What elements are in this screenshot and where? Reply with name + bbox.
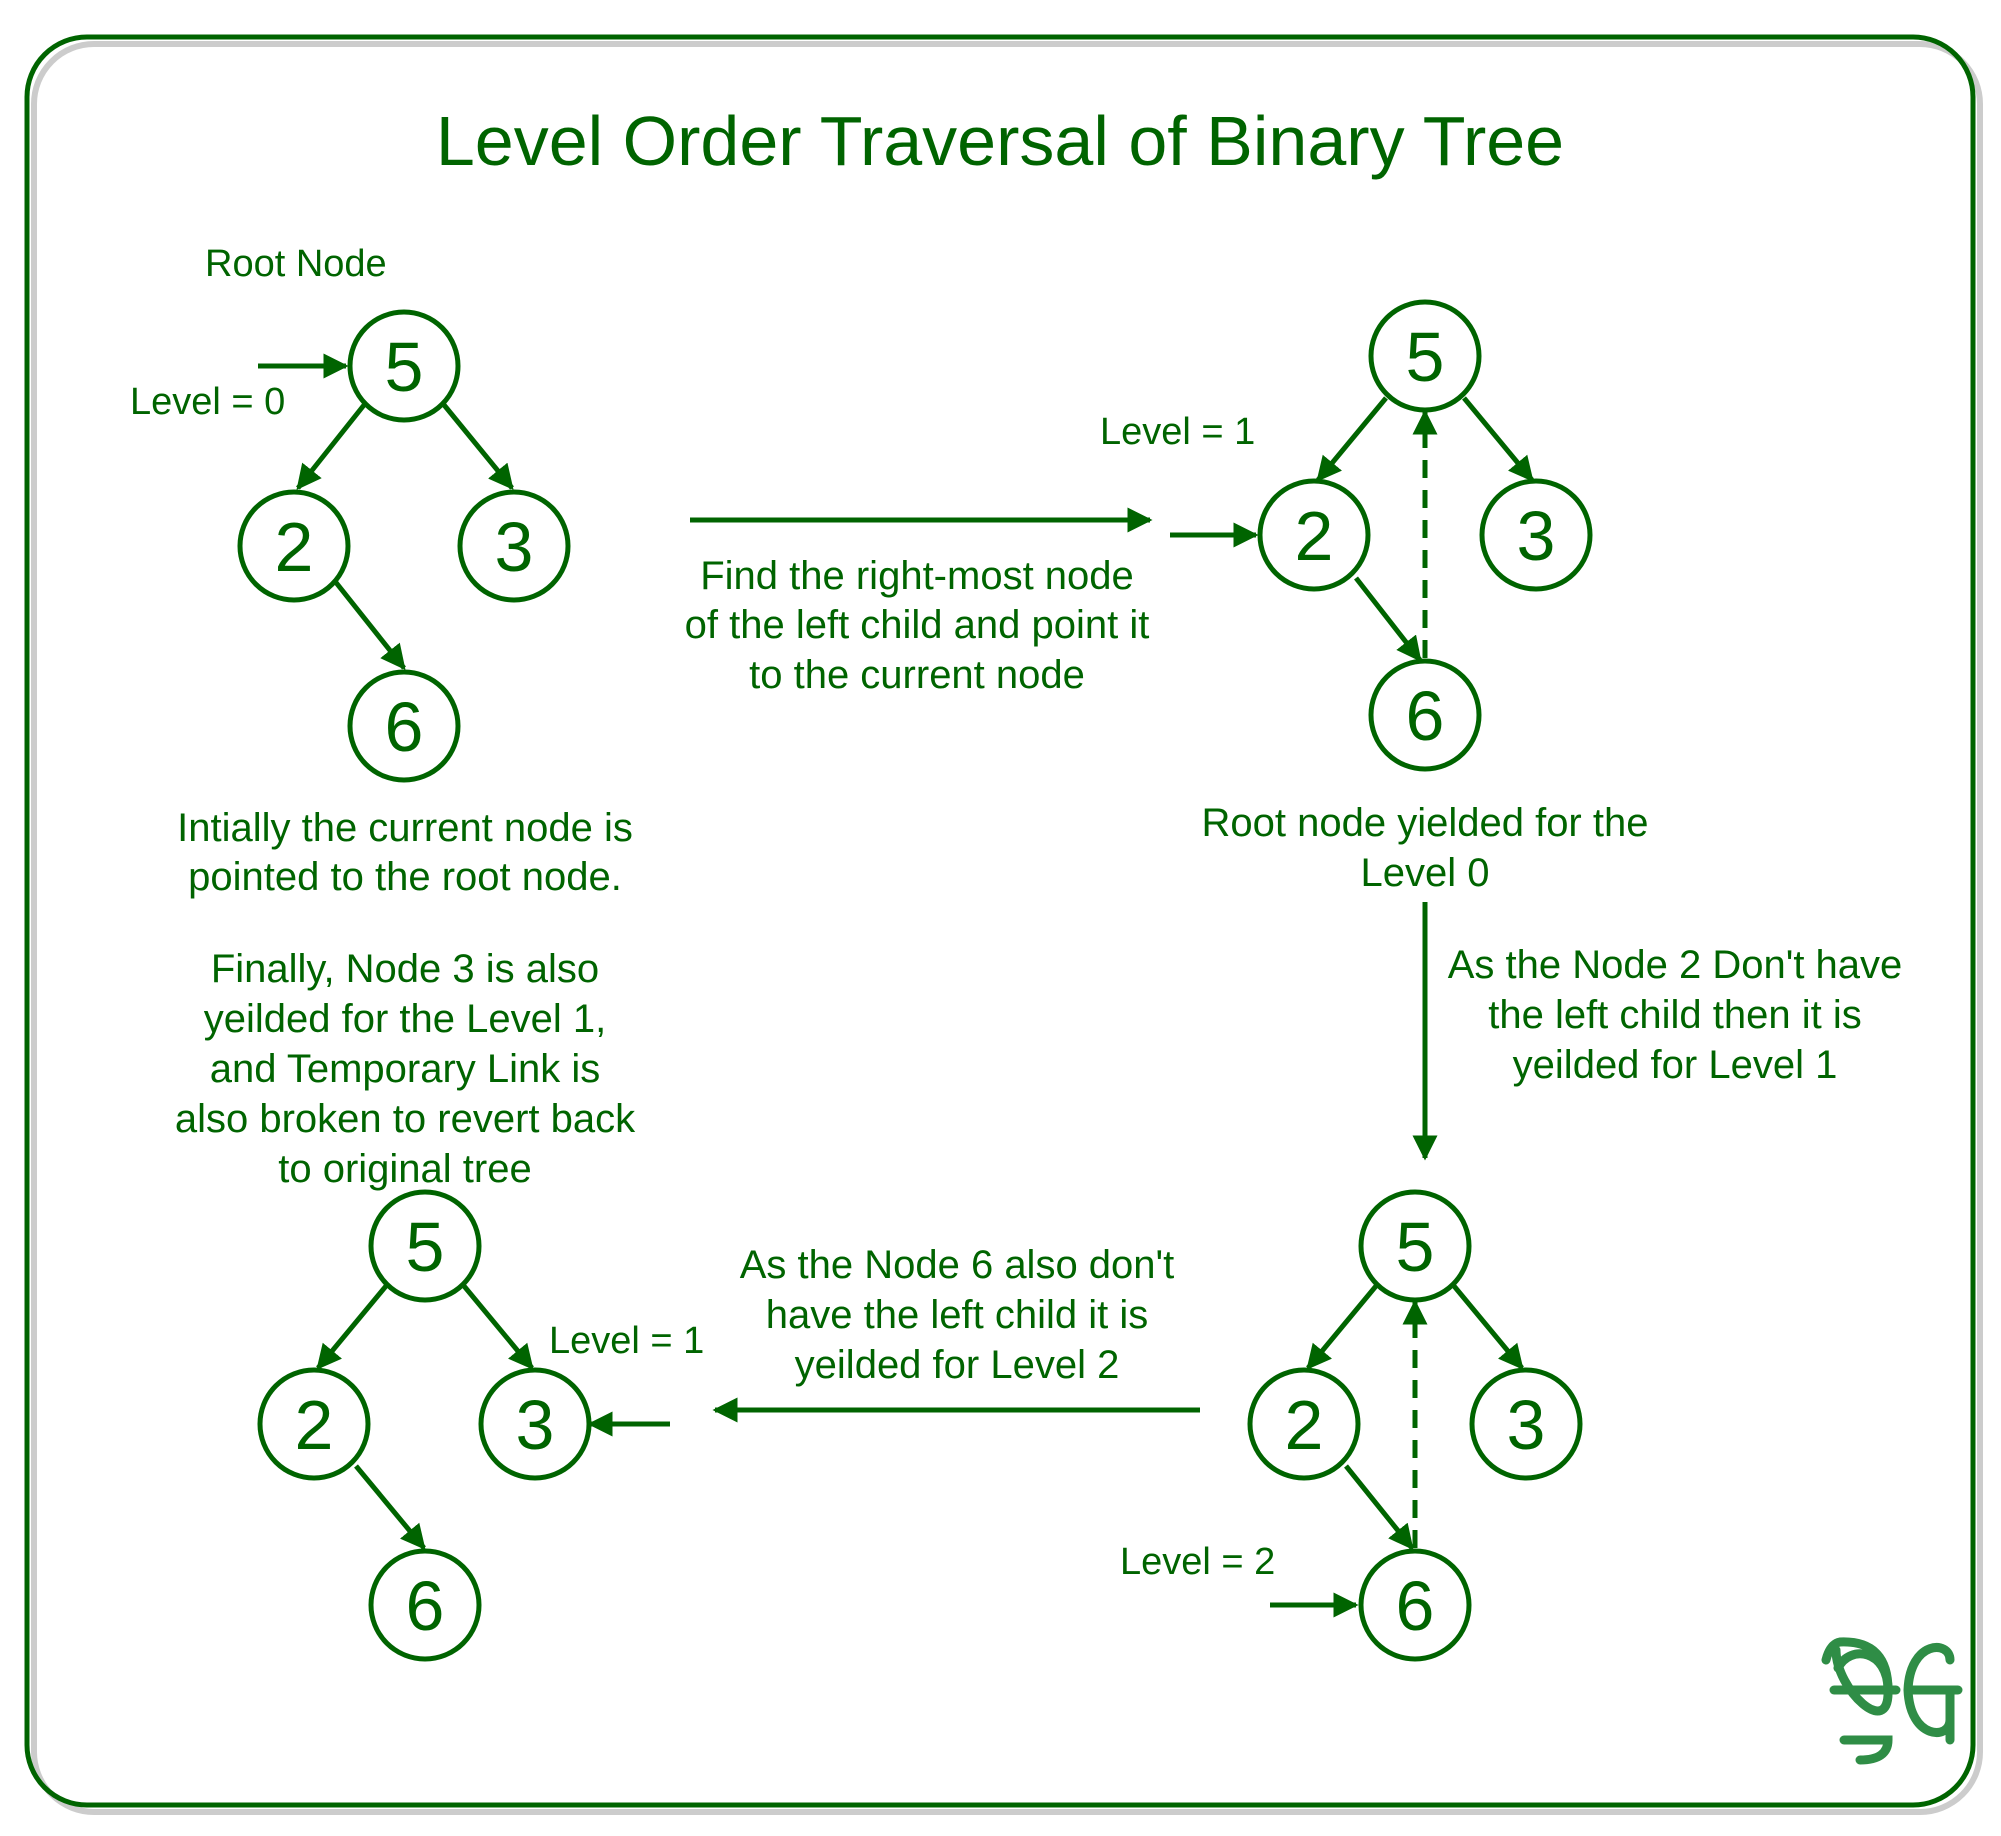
edge-5-2 [316, 1284, 388, 1370]
gfg-logo [1821, 1637, 1963, 1765]
caption-initial-line-1: Intially the current node is [177, 806, 633, 850]
caption-finally-line-1: Finally, Node 3 is also [211, 947, 599, 991]
tree-node: 3 [457, 489, 571, 603]
edge-5-2 [1306, 1284, 1378, 1370]
tree-node: 2 [237, 489, 351, 603]
root-node-label: Root Node [205, 243, 387, 285]
node-value: 3 [1507, 1386, 1546, 1464]
caption-node6-yielded-line-3: yeilded for Level 2 [795, 1343, 1120, 1387]
edge-5-3 [438, 398, 514, 490]
caption-initial-line-2: pointed to the root node. [188, 855, 622, 899]
level-0-label: Level = 0 [130, 381, 285, 423]
node-value: 5 [406, 1208, 445, 1286]
caption-node6-yielded-line-2: have the left child it is [766, 1293, 1148, 1337]
edge-5-3 [462, 1284, 534, 1370]
level-1-label-bottom: Level = 1 [549, 1320, 704, 1362]
tree-node: 5 [1358, 1189, 1472, 1303]
frame-shadow [31, 41, 1983, 1815]
edge-2-6 [354, 1464, 426, 1550]
caption-find-rightmost-line-3: to the current node [749, 653, 1085, 697]
edge-5-2 [1316, 396, 1388, 482]
node-value: 2 [1285, 1386, 1324, 1464]
tree-node: 6 [1368, 658, 1482, 772]
caption-root-yielded-line-2: Level 0 [1361, 851, 1490, 895]
caption-finally-line-3: and Temporary Link is [210, 1047, 601, 1091]
tree-node: 2 [257, 1367, 371, 1481]
caption-find-rightmost-line-2: of the left child and point it [685, 603, 1150, 647]
tree-node: 5 [347, 309, 461, 423]
tree-find-rightmost: Level = 1 5 2 3 6 Root node yielded for … [1100, 299, 1649, 895]
node-value: 3 [516, 1386, 555, 1464]
tree-node: 5 [368, 1189, 482, 1303]
tree-final: Finally, Node 3 is also yeilded for the … [175, 947, 704, 1662]
caption-finally-line-4: also broken to revert back [175, 1097, 636, 1141]
node-value: 5 [1406, 318, 1445, 396]
caption-finally-line-2: yeilded for the Level 1, [204, 997, 606, 1041]
level-2-label: Level = 2 [1120, 1541, 1275, 1583]
tree-node: 6 [347, 669, 461, 783]
edge-5-3 [1452, 1284, 1524, 1370]
caption-finally-line-5: to original tree [278, 1147, 531, 1191]
node-value: 2 [1295, 497, 1334, 575]
node-value: 6 [406, 1567, 445, 1645]
edge-2-6 [1344, 1464, 1414, 1550]
node-value: 6 [1406, 677, 1445, 755]
edge-5-2 [296, 398, 370, 490]
node-value: 2 [295, 1386, 334, 1464]
edge-2-6 [1354, 576, 1422, 662]
node-value: 5 [385, 328, 424, 406]
edge-5-3 [1462, 396, 1534, 482]
edge-2-6 [332, 578, 406, 670]
node-value: 6 [385, 688, 424, 766]
node-value: 6 [1396, 1567, 1435, 1645]
tree-node: 2 [1247, 1367, 1361, 1481]
tree-initial: Root Node Level = 0 5 2 3 6 Intially the… [130, 243, 633, 899]
tree-node: 6 [1358, 1548, 1472, 1662]
tree-node: 3 [1479, 478, 1593, 592]
diagram-title: Level Order Traversal of Binary Tree [436, 102, 1564, 180]
caption-root-yielded-line-1: Root node yielded for the [1202, 801, 1649, 845]
node-value: 3 [1517, 497, 1556, 575]
caption-node2-yielded-line-3: yeilded for Level 1 [1513, 1043, 1838, 1087]
tree-node6: Level = 2 5 2 3 6 [1120, 1189, 1583, 1662]
tree-node: 2 [1257, 478, 1371, 592]
caption-find-rightmost-line-1: Find the right-most node [700, 554, 1134, 598]
frame-border [24, 34, 1976, 1808]
caption-node6-yielded-line-1: As the Node 6 also don't [740, 1243, 1175, 1287]
caption-node2-yielded-line-2: the left child then it is [1488, 993, 1862, 1037]
tree-node: 6 [368, 1548, 482, 1662]
node-value: 3 [495, 508, 534, 586]
node-value: 2 [275, 508, 314, 586]
level-1-label-top: Level = 1 [1100, 411, 1255, 453]
caption-node2-yielded-line-1: As the Node 2 Don't have [1448, 943, 1903, 987]
tree-node: 5 [1368, 299, 1482, 413]
node-value: 5 [1396, 1208, 1435, 1286]
tree-node: 3 [1469, 1367, 1583, 1481]
tree-node: 3 [478, 1367, 592, 1481]
